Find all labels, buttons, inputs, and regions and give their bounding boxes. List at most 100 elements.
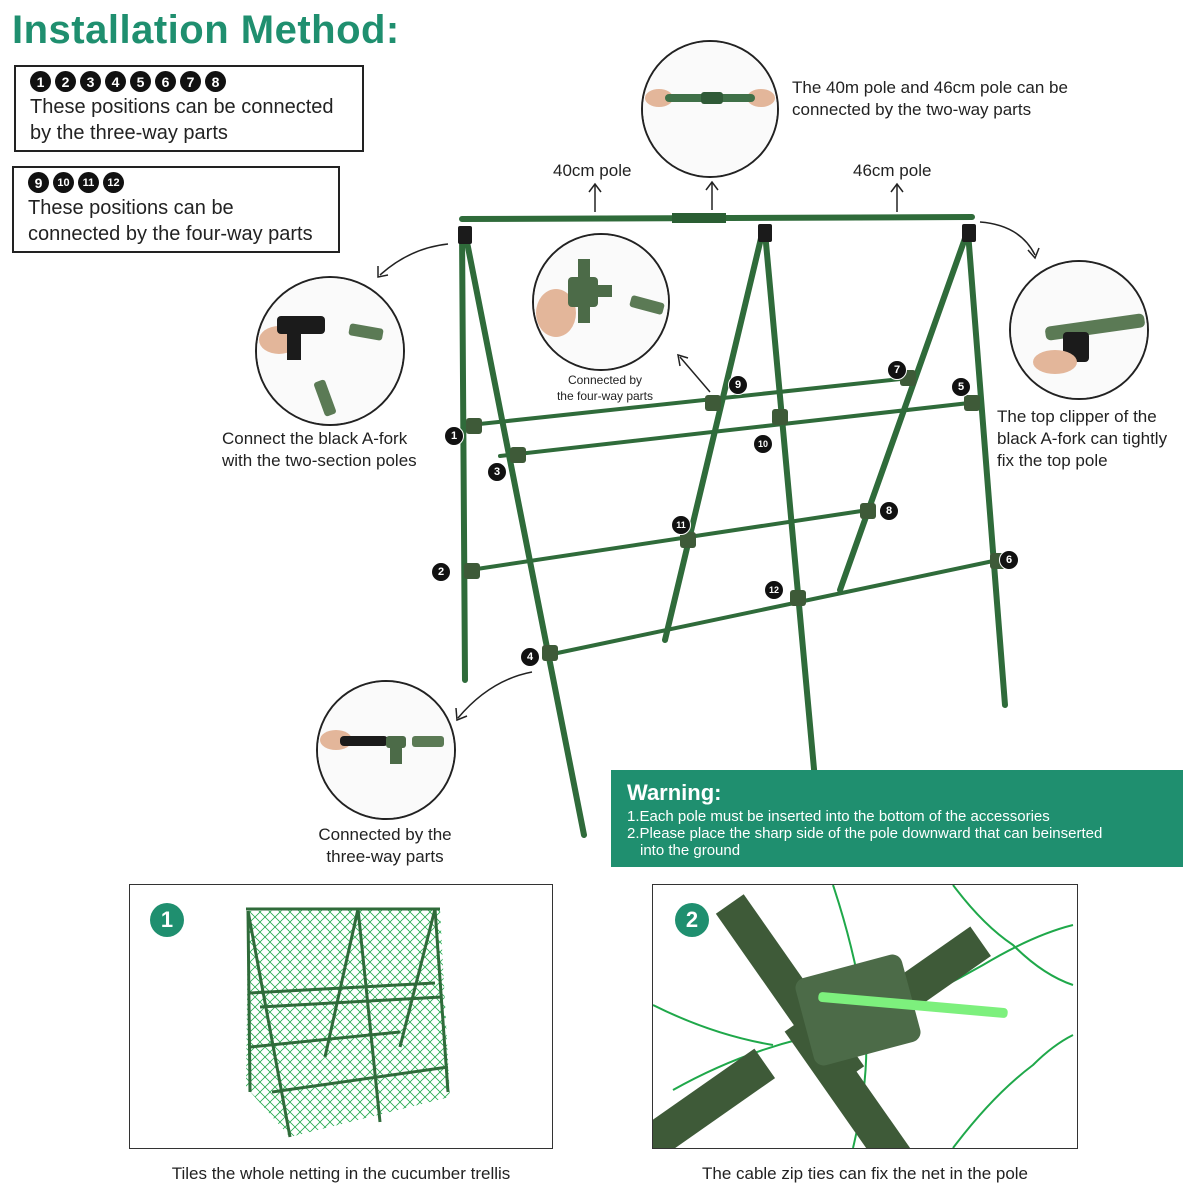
arrow-three-way (457, 671, 533, 719)
four-way-text-line2: connected by the four-way parts (28, 223, 313, 245)
three-way-callout-line1: Connected by the (318, 825, 452, 844)
frame-marker-10: 10 (753, 434, 773, 454)
panel1-badge: 1 (150, 903, 184, 937)
frame-marker-4: 4 (520, 647, 540, 667)
panel2-caption: The cable zip ties can fix the net in th… (701, 1164, 1029, 1183)
cross-pole-1 (468, 376, 912, 427)
three-way-text-line1: These positions can be connected (30, 96, 334, 118)
a-fork-callout-line2: with the two-section poles (222, 451, 417, 470)
netted-trellis-illustration (246, 907, 450, 1138)
arrow-top-clipper (979, 221, 1036, 256)
left-back-leg (462, 229, 587, 838)
four-way-positions-box: 9 10 11 12 These positions can be connec… (12, 166, 340, 253)
a-fork-callout: Connect the black A-fork with the two-se… (222, 428, 462, 472)
four-way-callout-line2: the four-way parts (556, 389, 654, 403)
netting-panel: 1 (129, 884, 553, 1149)
page-title: Installation Method: (12, 8, 400, 52)
marker-3: 3 (80, 71, 101, 92)
joint-9 (705, 395, 721, 411)
joint-5 (964, 395, 980, 411)
warning-box: Warning: 1.Each pole must be inserted in… (611, 770, 1183, 867)
two-way-callout-line2: connected by the two-way parts (792, 100, 1032, 119)
marker-1: 1 (30, 71, 51, 92)
top-clipper-photo (1009, 260, 1149, 400)
marker-6: 6 (155, 71, 176, 92)
arrow-a-fork (379, 243, 449, 276)
four-way-part-photo (532, 233, 670, 371)
pole-label-40cm: 40cm pole (553, 161, 632, 180)
zip-tie-closeup-illustration (653, 885, 1077, 1148)
marker-11: 11 (78, 172, 99, 193)
joint-8 (860, 503, 876, 519)
marker-10: 10 (53, 172, 74, 193)
joint-10 (772, 409, 788, 425)
joint-1 (466, 418, 482, 434)
marker-2: 2 (55, 71, 76, 92)
joint-12 (790, 590, 806, 606)
frame-marker-1: 1 (444, 426, 464, 446)
three-way-callout: Connected by the three-way parts (300, 824, 470, 868)
two-way-connector (672, 213, 726, 223)
top-clipper-callout-line1: The top clipper of the (997, 407, 1157, 426)
cross-pole-3 (468, 508, 870, 572)
marker-9: 9 (28, 172, 49, 193)
marker-7: 7 (180, 71, 201, 92)
joint-4 (542, 645, 558, 661)
marker-4: 4 (105, 71, 126, 92)
warning-line1: 1.Each pole must be inserted into the bo… (627, 808, 1050, 825)
frame-marker-9: 9 (728, 375, 748, 395)
warning-line2: 2.Please place the sharp side of the pol… (627, 825, 1103, 842)
a-fork-top-right (962, 224, 976, 242)
two-way-callout-line1: The 40m pole and 46cm pole can be (792, 78, 1068, 97)
joint-2 (464, 563, 480, 579)
frame-marker-8: 8 (879, 501, 899, 521)
pole-label-46cm: 46cm pole (853, 161, 932, 180)
three-way-text-line2: by the three-way parts (30, 122, 228, 144)
two-way-part-photo (641, 40, 779, 178)
four-way-part-illustration (534, 235, 668, 369)
a-fork-photo (255, 276, 405, 426)
four-way-callout-line1: Connected by (567, 373, 643, 387)
a-fork-top-middle (758, 224, 772, 242)
top-clipper-illustration (1011, 262, 1147, 398)
joint-11 (680, 532, 696, 548)
cross-pole-2 (498, 400, 980, 458)
top-clipper-callout-line2: black A-fork can tightly (997, 429, 1168, 448)
frame-marker-12: 12 (764, 580, 784, 600)
frame-marker-6: 6 (999, 550, 1019, 570)
warning-line3: into the ground (640, 842, 741, 859)
middle-back-leg (762, 229, 818, 783)
marker-12: 12 (103, 172, 124, 193)
panel1-caption: Tiles the whole netting in the cucumber … (171, 1164, 511, 1183)
three-way-callout-line2: three-way parts (326, 847, 444, 866)
three-way-part-photo (316, 680, 456, 820)
right-back-leg (965, 229, 1008, 708)
four-way-callout: Connected by the four-way parts (540, 372, 670, 404)
joint-3 (510, 447, 526, 463)
a-fork-callout-line1: Connect the black A-fork (222, 429, 408, 448)
frame-marker-3: 3 (487, 462, 507, 482)
three-way-positions-box: 1 2 3 4 5 6 7 8 These positions can be c… (14, 65, 364, 152)
panel2-badge: 2 (675, 903, 709, 937)
two-way-callout: The 40m pole and 46cm pole can be connec… (792, 77, 1132, 121)
four-way-text-line1: These positions can be (28, 197, 234, 219)
marker-5: 5 (130, 71, 151, 92)
top-clipper-callout: The top clipper of the black A-fork can … (997, 406, 1197, 472)
four-way-markers: 9 10 11 12 (28, 172, 324, 193)
zip-tie-panel: 2 (652, 884, 1078, 1149)
warning-title: Warning: (627, 780, 722, 805)
a-fork-top-left (458, 226, 472, 244)
frame-marker-5: 5 (951, 377, 971, 397)
middle-front-leg (662, 227, 766, 643)
top-clipper-callout-line3: fix the top pole (997, 451, 1108, 470)
marker-8: 8 (205, 71, 226, 92)
cross-pole-4 (546, 558, 1000, 657)
frame-marker-11: 11 (671, 515, 691, 535)
three-way-markers: 1 2 3 4 5 6 7 8 (30, 71, 348, 92)
three-way-part-illustration (318, 682, 454, 818)
trellis-frame-diagram (377, 180, 1040, 838)
two-way-part-illustration (643, 42, 777, 176)
frame-marker-2: 2 (431, 562, 451, 582)
a-fork-illustration (257, 278, 403, 424)
arrow-four-way (679, 356, 711, 393)
